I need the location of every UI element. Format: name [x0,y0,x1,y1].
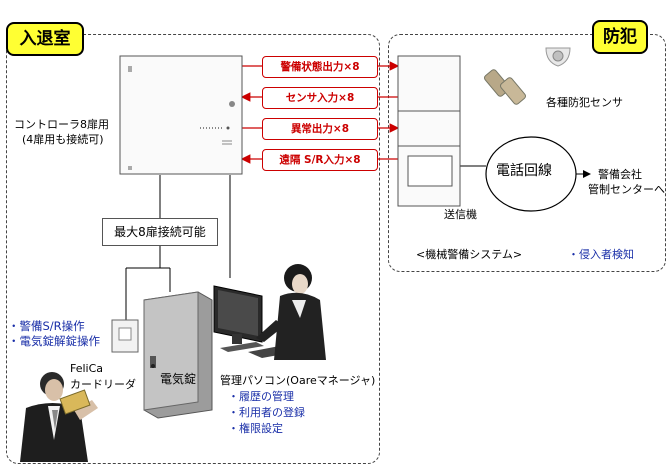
lock-label: 電気錠 [160,372,197,386]
security-badge: 防犯 [592,20,648,54]
controller-label-line2: (4扉用も接続可) [22,133,104,146]
phone-line-label: 電話回線 [496,163,552,179]
reader-ops-line1: ・警備S/R操作 [8,319,85,333]
sensor-icons [484,47,571,105]
pc-label: 管理パソコン(Oareマネージャ) [220,374,376,387]
reader-label-line2: カードリーダ [70,378,136,391]
security-company-line1: 警備会社 [598,168,642,181]
security-region [388,34,666,272]
controller-cabinet [119,55,243,175]
phone-line-ellipse [485,136,577,212]
pc-illustration [213,264,326,360]
controller-label-line1: コントローラ8扉用 [14,118,109,131]
reader-ops-line2: ・電気錠解錠操作 [8,334,100,348]
access-control-region [6,34,380,464]
signal-label-3: 異常出力×8 [262,118,378,140]
intrusion-label: ・侵入者検知 [568,248,634,261]
card-holder-illustration [20,372,98,462]
access-control-badge: 入退室 [6,22,84,56]
system-label: <機械警備システム> [416,248,523,261]
transmitter-label: 送信機 [444,208,477,221]
max-doors-box: 最大8扉接続可能 [102,218,218,246]
door-illustration [143,291,213,419]
signal-label-1: 警備状態出力×8 [262,56,378,78]
security-company-line2: 管制センターへ [588,183,665,196]
sensors-label: 各種防犯センサ [546,96,623,109]
pc-feature-1: ・履歴の管理 [228,390,294,403]
signal-label-2: センサ入力×8 [262,87,378,109]
reader-label-line1: FeliCa [70,362,104,375]
pc-feature-3: ・権限設定 [228,422,283,435]
signal-label-4: 遠隔 S/R入力×8 [262,149,378,171]
pc-feature-2: ・利用者の登録 [228,406,305,419]
